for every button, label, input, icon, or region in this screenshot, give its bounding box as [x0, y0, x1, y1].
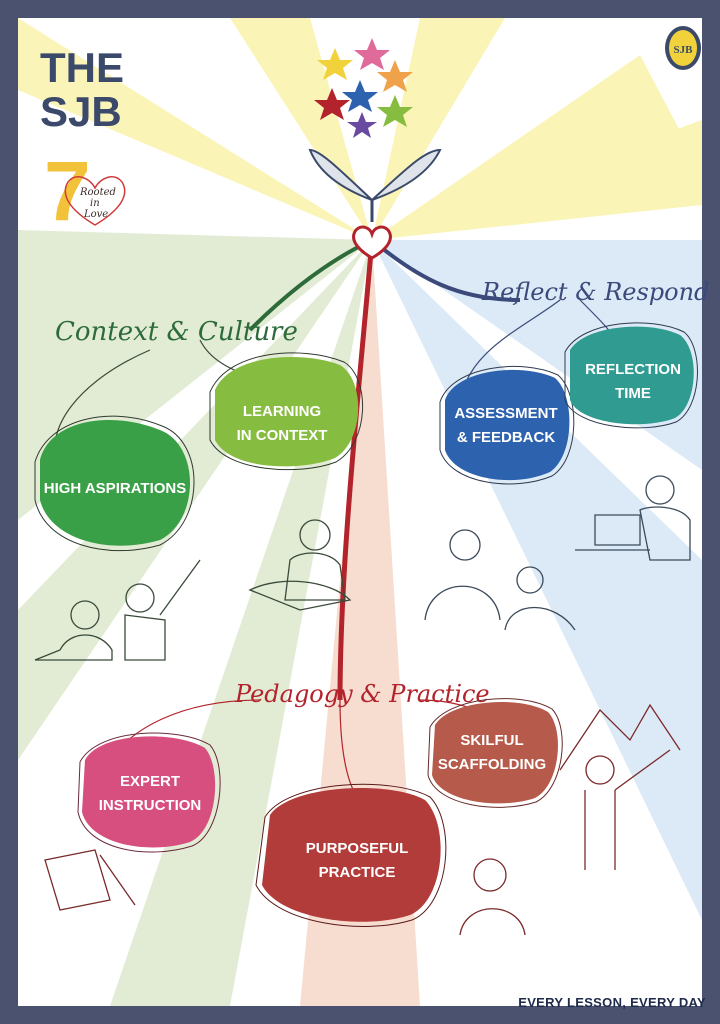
student-body: [34, 634, 113, 661]
student-head-icon: [125, 583, 155, 613]
bubble-reflection-time: REFLECTION TIME: [564, 322, 698, 429]
bubble-outline: [255, 783, 447, 927]
reader-body: [284, 552, 346, 601]
sjb-logo: THE SJB 7 Rooted in Love: [40, 44, 126, 238]
logo-tagline-2: in: [90, 198, 100, 209]
ray-yellow-1: [230, 18, 372, 240]
bubble-shape: [432, 702, 558, 804]
bubble-label-line-1: HIGH ASPIRATIONS: [44, 480, 187, 497]
bubble-assessment-feedback: ASSESSMENT & FEEDBACK: [439, 365, 575, 485]
star-purple-icon: [347, 112, 377, 138]
logo-sjb: SJB: [40, 88, 122, 135]
bubble-outline: [209, 352, 363, 471]
student-head-icon: [70, 600, 100, 630]
bubble-label-line-2: IN CONTEXT: [237, 427, 328, 444]
pen-icon: [99, 854, 136, 906]
bubble-label-line-2: & FEEDBACK: [457, 429, 556, 446]
sketch-climber: [559, 703, 681, 870]
logo-tagline-3: Love: [83, 209, 108, 220]
mountain-icon: [559, 703, 681, 771]
bubble-label-line-2: INSTRUCTION: [99, 797, 202, 814]
bubble-outline: [34, 415, 195, 552]
school-badge: SJB: [665, 26, 701, 70]
bubble-label-line-1: PURPOSEFUL: [306, 840, 409, 857]
bubble-label-line-2: PRACTICE: [319, 864, 396, 881]
bubble-shape: [262, 788, 441, 922]
reflect-stem: [370, 238, 521, 302]
sketch-students-raising-hand: [34, 559, 201, 661]
bubble-outline: [427, 698, 563, 808]
theme-context-title: Context & Culture: [55, 317, 298, 347]
bubble-shape: [445, 369, 570, 481]
reader-head-icon: [299, 519, 331, 551]
leaf-left: [308, 148, 373, 201]
logo-heart-icon: [64, 176, 126, 226]
climber-body: [584, 749, 671, 870]
notepad-icon: [44, 849, 111, 911]
plant-illustration: [308, 148, 442, 260]
bubble-label-line-1: LEARNING: [243, 403, 321, 420]
sketch-thinker: [459, 858, 526, 936]
logo-number: 7: [44, 144, 91, 238]
badge-inner: [669, 30, 697, 66]
footer-tagline: EVERY LESSON, EVERY DAY: [518, 995, 706, 1010]
teacher-head-icon: [449, 529, 481, 561]
sketch-writer: [44, 849, 136, 911]
theme-pedagogy-title: Pedagogy & Practice: [234, 680, 490, 708]
climber-head-icon: [585, 755, 615, 785]
bubble-shape: [40, 420, 190, 546]
bubble-learning-in-context: LEARNING IN CONTEXT: [209, 352, 363, 471]
bubble-label-line-2: SCAFFOLDING: [438, 756, 546, 773]
bubble-shape: [215, 357, 359, 467]
bubble-high-aspirations: HIGH ASPIRATIONS: [34, 415, 195, 552]
book-icon: [248, 580, 352, 611]
star-yellow-icon: [317, 48, 353, 80]
theme-reflect-title: Reflect & Respond: [481, 278, 709, 306]
bubble-label-line-1: EXPERT: [120, 773, 180, 790]
star-pink-icon: [354, 38, 390, 70]
leaf-right: [371, 148, 442, 201]
logo-tagline-1: Rooted: [79, 187, 116, 198]
bubble-label-line-1: REFLECTION: [585, 361, 681, 378]
sketch-teacher-student: [424, 529, 576, 631]
raised-arm: [159, 559, 201, 616]
student-body: [124, 614, 166, 661]
ray-yellow-5: [372, 120, 702, 240]
bubble-outline: [564, 322, 698, 429]
stars-cluster: [314, 38, 413, 138]
bubble-label-line-1: ASSESSMENT: [454, 405, 557, 422]
bubble-purposeful-practice: PURPOSEFUL PRACTICE: [255, 783, 447, 927]
student-head-icon: [516, 566, 544, 594]
bubble-outline: [77, 732, 221, 853]
star-green-icon: [377, 95, 413, 127]
pedagogy-stem: [337, 239, 375, 701]
logo-the: THE: [40, 44, 124, 91]
sketch-reader: [248, 519, 352, 611]
bubble-shape: [570, 326, 694, 425]
bubble-expert-instruction: EXPERT INSTRUCTION: [77, 732, 221, 853]
star-blue-icon: [342, 80, 378, 112]
laptop-icon: [575, 514, 650, 551]
bubble-label-line-2: TIME: [615, 385, 651, 402]
bubble-label-line-1: SKILFUL: [460, 732, 523, 749]
bubble-shape: [82, 736, 216, 848]
bubble-skilful-scaffolding: SKILFUL SCAFFOLDING: [427, 698, 563, 808]
thinker-body: [459, 908, 526, 936]
user-body: [639, 506, 691, 561]
heart-icon: [352, 225, 392, 260]
user-head-icon: [645, 475, 675, 505]
badge-text: SJB: [674, 44, 694, 56]
student-body: [504, 607, 576, 631]
ray-yellow-3: [18, 18, 372, 240]
star-red-icon: [314, 88, 350, 120]
bubble-outline: [439, 365, 575, 485]
star-orange-icon: [377, 60, 413, 92]
ray-yellow-4: [372, 55, 690, 240]
thinker-head-icon: [473, 858, 507, 892]
teacher-body: [424, 585, 501, 621]
sketch-laptop-user: [575, 475, 691, 561]
